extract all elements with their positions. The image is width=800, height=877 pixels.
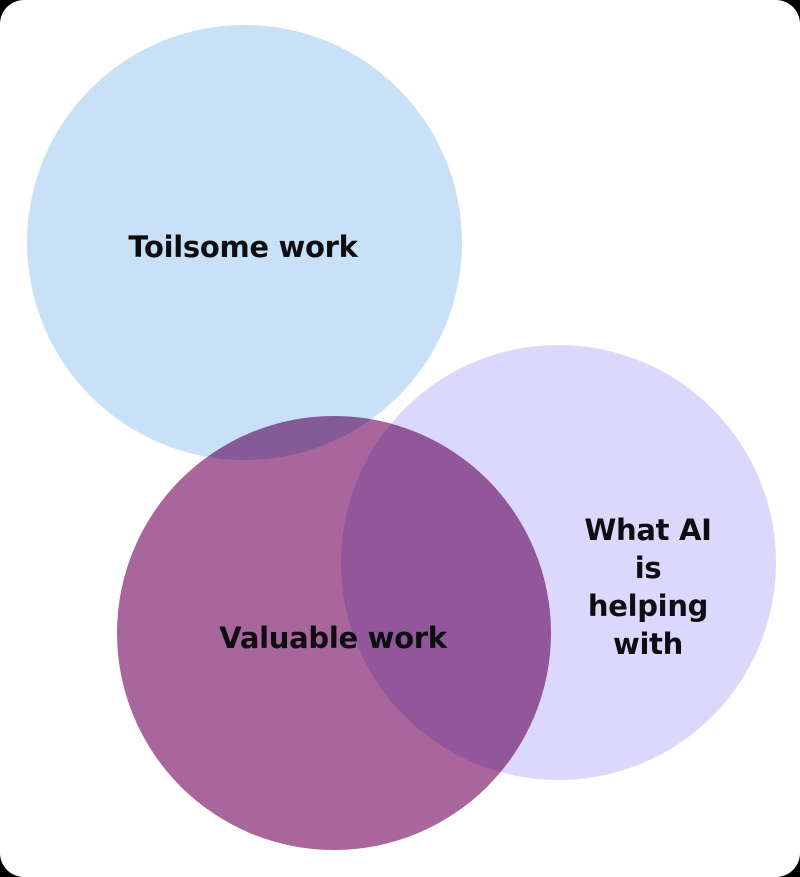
ai-helping-label: What AI is helping with: [584, 513, 712, 661]
toilsome-work-circle: [27, 25, 462, 460]
valuable-work-label: Valuable work: [219, 621, 447, 655]
valuable-work-circle: [117, 416, 551, 850]
toilsome-work-label: Toilsome work: [128, 230, 358, 264]
